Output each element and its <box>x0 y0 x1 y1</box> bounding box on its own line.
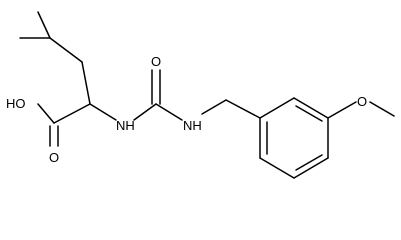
molecule-structure: HO O NH O NH O <box>6 11 395 179</box>
bond-isobutyl-1 <box>37 11 51 39</box>
ring-bond-1 <box>259 97 295 119</box>
bond-nh-to-ch2 <box>201 99 227 115</box>
acid-carbonyl-oxygen-label: O <box>49 150 59 165</box>
bond-isobutyl-3 <box>49 37 83 63</box>
bond-isobutyl-4 <box>81 61 91 105</box>
methoxy-oxygen-label: O <box>357 94 367 109</box>
bond-ring-to-methoxy-o <box>327 101 357 119</box>
bond-alpha-to-nh <box>89 103 117 121</box>
ring-bond-5 <box>259 157 295 179</box>
ring-inner-bond-1 <box>295 105 323 122</box>
left-amine-label: NH <box>116 118 135 133</box>
hydroxyl-label: HO <box>6 96 26 111</box>
ring-inner-bond-2 <box>295 154 323 171</box>
ring-bond-2 <box>293 97 329 119</box>
ring-bond-4 <box>293 157 329 179</box>
right-amine-label: NH <box>183 118 202 133</box>
bond-ch2-to-ring <box>225 99 261 119</box>
bond-nh-to-urea-c <box>133 103 157 121</box>
bond-urea-c-to-nh <box>155 103 183 121</box>
bond-alpha-to-acid <box>53 103 91 124</box>
bond-acid-oh <box>37 103 55 124</box>
urea-carbonyl-oxygen-label: O <box>151 54 161 69</box>
bond-methoxy-o-to-ch3 <box>369 101 395 117</box>
